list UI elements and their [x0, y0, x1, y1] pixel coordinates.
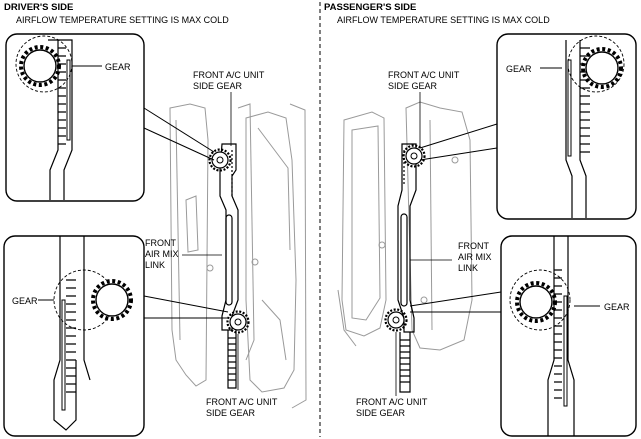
driver-upper-gear-label-line2: SIDE GEAR: [193, 81, 243, 91]
passenger-air-mix-link: [397, 143, 417, 393]
passenger-lower-gear-label-line1: FRONT A/C UNIT: [356, 397, 428, 407]
driver-link-label-line2: AIR MIX: [145, 249, 179, 259]
passenger-note: AIRFLOW TEMPERATURE SETTING IS MAX COLD: [337, 15, 550, 25]
passenger-lower-gear-label-line2: SIDE GEAR: [356, 408, 406, 418]
passenger-top-connector: [419, 123, 498, 161]
passenger-upper-gear-label-line2: SIDE GEAR: [388, 81, 438, 91]
driver-note: AIRFLOW TEMPERATURE SETTING IS MAX COLD: [16, 15, 229, 25]
passenger-heading: PASSENGER'S SIDE: [324, 2, 417, 13]
driver-lower-gear-label-line1: FRONT A/C UNIT: [206, 397, 278, 407]
passenger-bottom-connector: [409, 291, 502, 313]
passenger-link-label-line3: LINK: [458, 263, 479, 273]
passenger-link-label-line2: AIR MIX: [458, 252, 492, 262]
driver-housing-outline: [169, 103, 307, 409]
passenger-top-detail-box: [496, 33, 637, 220]
passenger-top-gear-label: GEAR: [506, 64, 532, 74]
passenger-bottom-gear-label: GEAR: [604, 302, 630, 312]
passenger-upper-gear-icon: [402, 144, 426, 168]
passenger-upper-gear-label-line1: FRONT A/C UNIT: [388, 70, 460, 80]
driver-air-mix-link: [219, 143, 239, 389]
passenger-link-label-line1: FRONT: [458, 241, 489, 251]
driver-top-detail-box: [5, 33, 145, 202]
driver-bottom-gear-label: GEAR: [12, 296, 38, 306]
driver-bottom-connector: [143, 295, 229, 319]
driver-top-connector: [143, 107, 215, 161]
driver-link-label-line3: LINK: [145, 260, 166, 270]
driver-lower-gear-label-line2: SIDE GEAR: [206, 408, 256, 418]
passenger-bottom-detail-box: [500, 235, 637, 437]
driver-link-label-line1: FRONT: [145, 238, 176, 248]
passenger-housing-outline: [337, 101, 473, 351]
driver-upper-gear-icon: [208, 148, 232, 172]
driver-upper-gear-label-line1: FRONT A/C UNIT: [193, 70, 265, 80]
driver-bottom-detail-box: [3, 235, 145, 437]
driver-lower-gear-icon: [226, 310, 250, 334]
driver-top-gear-label: GEAR: [105, 62, 131, 72]
driver-heading: DRIVER'S SIDE: [4, 2, 74, 13]
passenger-lower-gear-icon: [384, 308, 408, 332]
